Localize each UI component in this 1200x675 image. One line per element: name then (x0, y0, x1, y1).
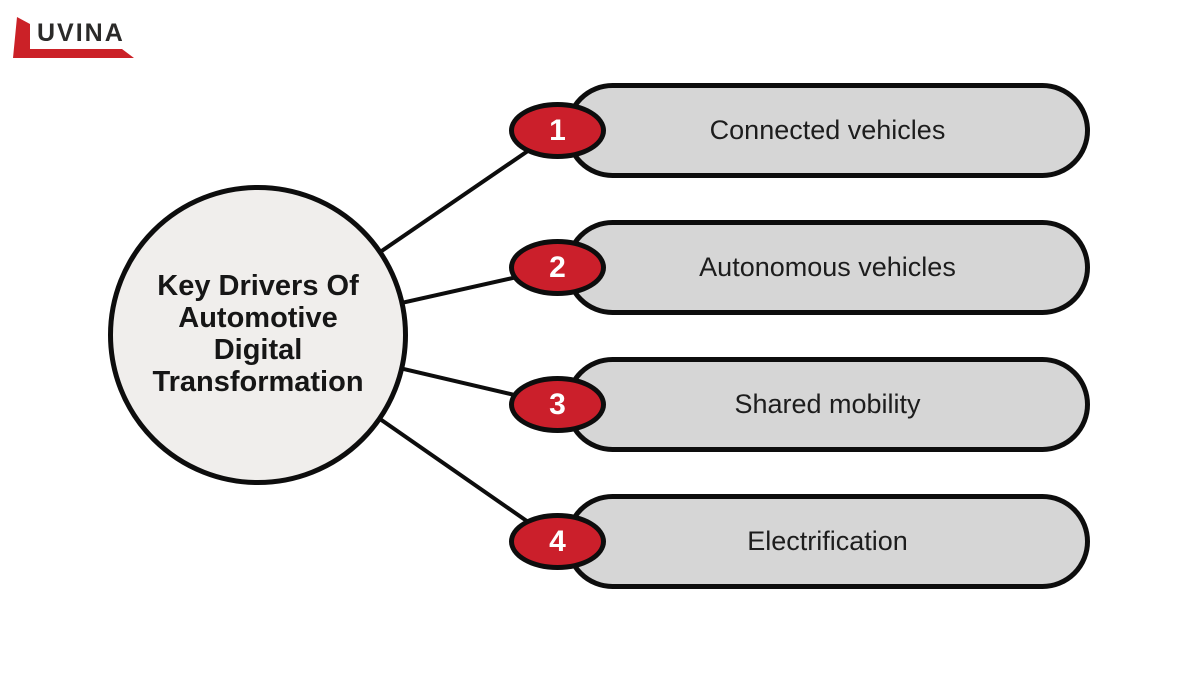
luvina-logo-mark-icon (13, 17, 134, 58)
driver-pill-4: Electrification (565, 494, 1090, 589)
badge-number-2: 2 (549, 250, 566, 284)
driver-pill-2: Autonomous vehicles (565, 220, 1090, 315)
number-badge-1: 1 (509, 102, 606, 159)
driver-row-2: Autonomous vehicles 2 (509, 220, 1094, 315)
luvina-logo: UVINA (10, 12, 142, 67)
driver-pill-3: Shared mobility (565, 357, 1090, 452)
driver-row-4: Electrification 4 (509, 494, 1094, 589)
driver-row-3: Shared mobility 3 (509, 357, 1094, 452)
number-badge-3: 3 (509, 376, 606, 433)
driver-pill-1: Connected vehicles (565, 83, 1090, 178)
badge-number-4: 4 (549, 524, 566, 558)
driver-label-2: Autonomous vehicles (699, 252, 956, 282)
central-topic-circle: Key Drivers Of Automotive Digital Transf… (108, 185, 408, 485)
diagram-title: Key Drivers Of Automotive Digital Transf… (152, 270, 364, 398)
number-badge-4: 4 (509, 513, 606, 570)
driver-label-4: Electrification (747, 526, 908, 556)
badge-number-1: 1 (549, 113, 566, 147)
driver-label-3: Shared mobility (734, 389, 921, 419)
luvina-logo-text: UVINA (37, 19, 125, 47)
badge-number-3: 3 (549, 387, 566, 421)
driver-label-1: Connected vehicles (709, 115, 946, 145)
driver-row-1: Connected vehicles 1 (509, 83, 1094, 178)
number-badge-2: 2 (509, 239, 606, 296)
